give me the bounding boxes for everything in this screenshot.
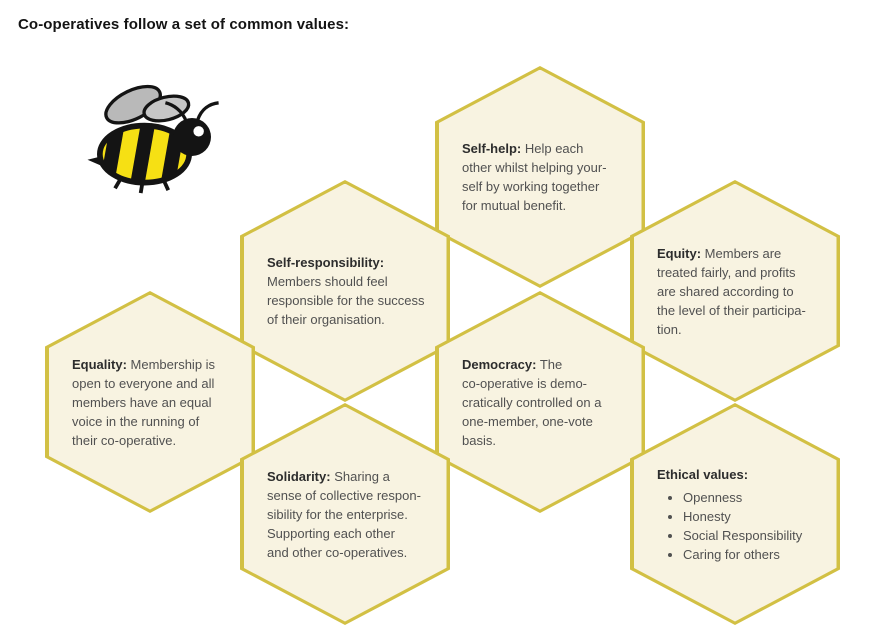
hexagon-text: Democracy: The co-operative is demo- cra…: [462, 355, 601, 450]
hexagon-equity: Equity: Members are treated fairly, and …: [630, 180, 840, 402]
hexagon-equality: Equality: Membership is open to everyone…: [45, 291, 255, 513]
list-item: Openness: [683, 488, 802, 507]
hexagon-body: Members are treated fairly, and profits …: [657, 245, 806, 337]
page-title: Co-operatives follow a set of common val…: [18, 16, 350, 33]
hexagon-fill: [48, 294, 252, 510]
hexagon-body: Members should feel responsible for the …: [267, 274, 425, 327]
bee-icon: [87, 84, 219, 194]
hexagon-heading: Ethical values:: [657, 466, 749, 482]
list-item: Caring for others: [683, 545, 802, 564]
list-item: Social Responsibility: [683, 526, 802, 545]
hexagon-body: Help each other whilst helping your- sel…: [462, 141, 607, 213]
hexagon-text: Solidarity: Sharing a sense of collectiv…: [267, 467, 421, 562]
hexagon-body: Membership is open to everyone and all m…: [72, 356, 216, 448]
hexagon-fill: [243, 183, 447, 399]
hexagon-heading: Solidarity:: [267, 468, 331, 484]
hexagon-heading: Equity:: [657, 245, 702, 261]
list-item: Honesty: [683, 507, 802, 526]
hexagon-body: The co-operative is demo- cratically con…: [462, 356, 602, 448]
hexagon-solidarity: Solidarity: Sharing a sense of collectiv…: [240, 403, 450, 625]
hexagon-heading: Self-help:: [462, 141, 522, 156]
hexagon-text: Ethical values: Openness Honesty Social …: [657, 446, 802, 583]
hexagon-heading: Self-responsibility:: [267, 255, 385, 270]
hexagon-text: Self-responsibility: Members should feel…: [267, 253, 425, 329]
hexagon-heading: Democracy:: [462, 356, 537, 372]
ethical-values-list: Openness Honesty Social Responsibility C…: [657, 488, 802, 564]
hexagon-body: Sharing a sense of collective respon- si…: [267, 468, 421, 560]
hexagon-text: Self-help: Help each other whilst helpin…: [462, 139, 607, 215]
hexagon-ethical-values: Ethical values: Openness Honesty Social …: [630, 403, 840, 625]
hexagon-self-help: Self-help: Help each other whilst helpin…: [435, 66, 645, 288]
hexagon-text: Equity: Members are treated fairly, and …: [657, 244, 806, 339]
hexagon-text: Equality: Membership is open to everyone…: [72, 355, 215, 450]
hexagon-democracy: Democracy: The co-operative is demo- cra…: [435, 291, 645, 513]
hexagon-heading: Equality:: [72, 356, 127, 372]
hexagon-self-responsibility: Self-responsibility: Members should feel…: [240, 180, 450, 402]
